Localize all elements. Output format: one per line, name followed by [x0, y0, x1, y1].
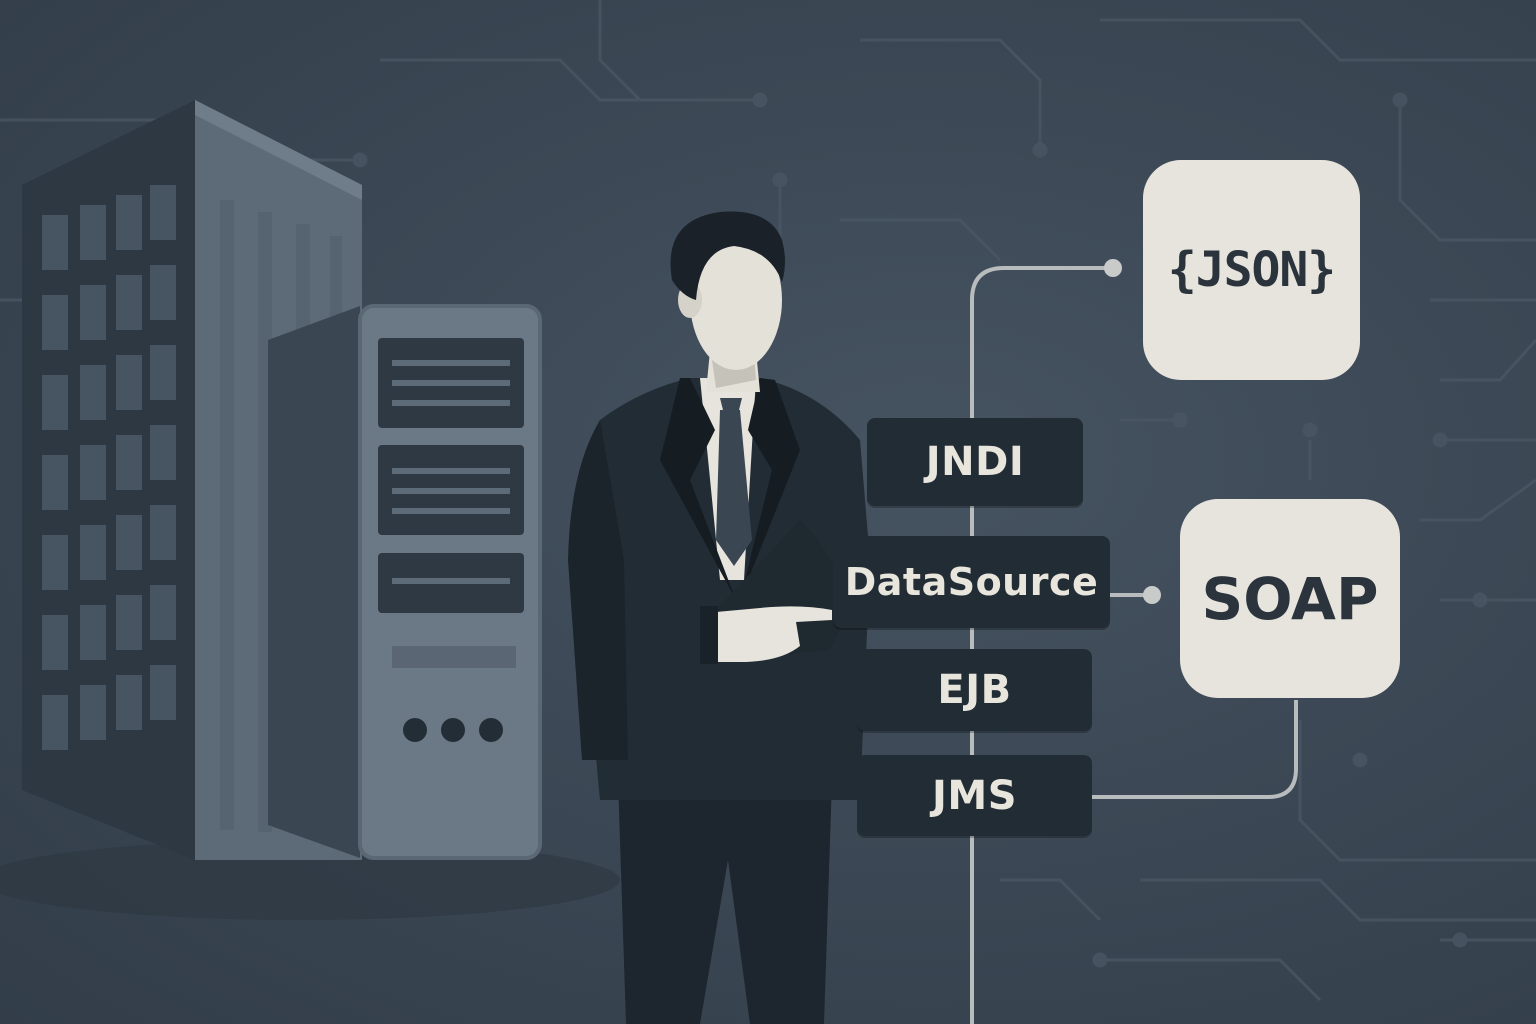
connector-node-json — [1104, 259, 1122, 277]
soap-tile-text: SOAP — [1201, 564, 1379, 633]
circuit-pattern — [0, 0, 1536, 1002]
server-tower — [268, 304, 542, 860]
server-drive-bay — [378, 338, 524, 428]
jms-label-text: JMS — [932, 772, 1017, 819]
server-drive-bay — [378, 553, 524, 613]
jndi-label-text: JNDI — [925, 439, 1025, 485]
server-drive-bay — [378, 445, 524, 535]
jms-label: JMS — [857, 755, 1092, 836]
json-tile: {JSON} — [1143, 160, 1360, 380]
businessman — [568, 211, 870, 1024]
soap-tile: SOAP — [1180, 499, 1400, 698]
connector-node-soap — [1143, 586, 1161, 604]
jndi-label: JNDI — [867, 418, 1083, 506]
datasource-label: DataSource — [833, 536, 1110, 628]
ejb-label: EJB — [857, 649, 1092, 731]
json-tile-text: {JSON} — [1167, 242, 1336, 298]
datasource-label-text: DataSource — [844, 560, 1099, 604]
ejb-label-text: EJB — [937, 667, 1012, 713]
